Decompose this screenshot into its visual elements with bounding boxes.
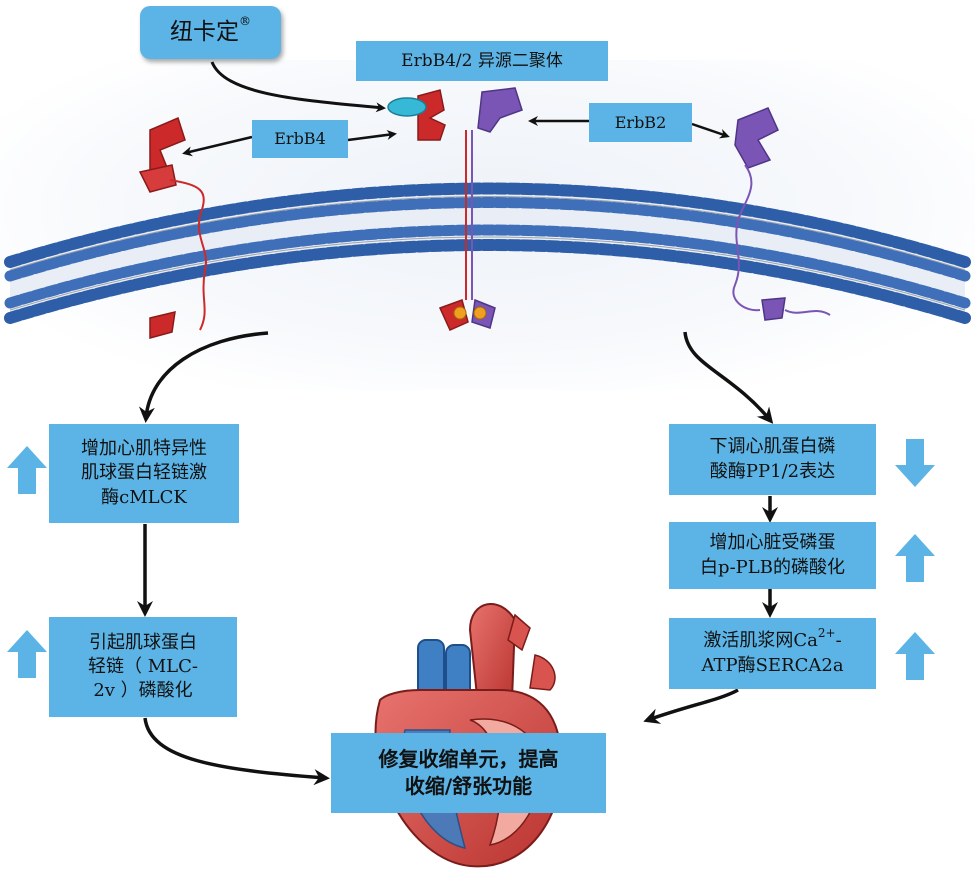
erbb2-right-arrow bbox=[691, 122, 730, 139]
cell-membrane bbox=[4, 182, 971, 324]
erbb4-right-arrow bbox=[347, 129, 397, 142]
right-step-1: 下调心肌蛋白磷 酸酶PP1/2表达 bbox=[669, 424, 876, 495]
erbb4-left-arrow bbox=[182, 135, 253, 157]
left-step-2: 引起肌球蛋白 轻链（ MLC- 2v ）磷酸化 bbox=[49, 617, 237, 717]
left-step-2-line2: 轻链（ MLC- bbox=[88, 655, 198, 677]
erbb4-label: ErbB4 bbox=[252, 120, 348, 158]
right-step-2-line2: 白p-PLB的磷酸化 bbox=[700, 556, 845, 578]
result-line2: 收缩/舒张功能 bbox=[404, 774, 533, 798]
left-step-2-line3: 2v ）磷酸化 bbox=[93, 680, 193, 702]
result-box: 修复收缩单元，提高 收缩/舒张功能 bbox=[331, 733, 606, 813]
right-to-result-arrow bbox=[643, 688, 739, 724]
right-step-3-up-arrow-icon bbox=[895, 632, 935, 680]
drug-name: 纽卡定 bbox=[170, 18, 239, 45]
right-step-2-line1: 增加心脏受磷蛋 bbox=[709, 532, 836, 554]
left-to-result-arrow bbox=[143, 717, 330, 786]
flow-arrows bbox=[137, 61, 778, 786]
left-step-1-line2: 肌球蛋白轻链激 bbox=[81, 462, 207, 484]
drug-box: 纽卡定® bbox=[140, 6, 281, 59]
right-step-3-sup: 2+ bbox=[817, 626, 836, 641]
left-step-1-up-arrow-icon bbox=[7, 446, 47, 494]
right-step-1-line2: 酸酶PP1/2表达 bbox=[709, 460, 836, 482]
left-step-1-line1: 增加心肌特异性 bbox=[81, 438, 207, 460]
left-entry-arrow bbox=[138, 331, 269, 423]
left-step-2-up-arrow-icon bbox=[7, 630, 47, 678]
erbb2-label: ErbB2 bbox=[589, 103, 692, 142]
left-step-2-line1: 引起肌球蛋白 bbox=[89, 631, 197, 653]
erbb4-2-heterodimer bbox=[387, 87, 523, 331]
registered-mark: ® bbox=[239, 13, 251, 28]
left-step-1: 增加心肌特异性 肌球蛋白轻链激 酶cMLCK bbox=[49, 424, 239, 523]
right-step-1-line1: 下调心肌蛋白磷 bbox=[709, 436, 836, 458]
result-line1: 修复收缩单元，提高 bbox=[378, 747, 559, 771]
right-step-3: 激活肌浆网Ca2+- ATP酶SERCA2a bbox=[669, 618, 876, 689]
right-step-1-down-arrow-icon bbox=[895, 439, 935, 487]
erbb4-receptor-left bbox=[138, 116, 207, 339]
heterodimer-label: ErbB4/2 异源二聚体 bbox=[356, 41, 608, 81]
right-entry-arrow bbox=[683, 331, 774, 424]
right-step-2: 增加心脏受磷蛋 白p-PLB的磷酸化 bbox=[669, 522, 876, 589]
drug-to-dimer-arrow bbox=[210, 61, 386, 113]
left-step-1-line3: 酶cMLCK bbox=[101, 486, 187, 508]
right-step-3-line1: 激活肌浆网Ca bbox=[703, 630, 818, 652]
erbb2-receptor-right bbox=[732, 107, 831, 321]
right-step-2-up-arrow-icon bbox=[895, 534, 935, 582]
right-step-3-line2: ATP酶SERCA2a bbox=[701, 654, 844, 676]
right-step-3-line1-end: - bbox=[835, 630, 842, 652]
drug-molecule bbox=[387, 97, 427, 117]
